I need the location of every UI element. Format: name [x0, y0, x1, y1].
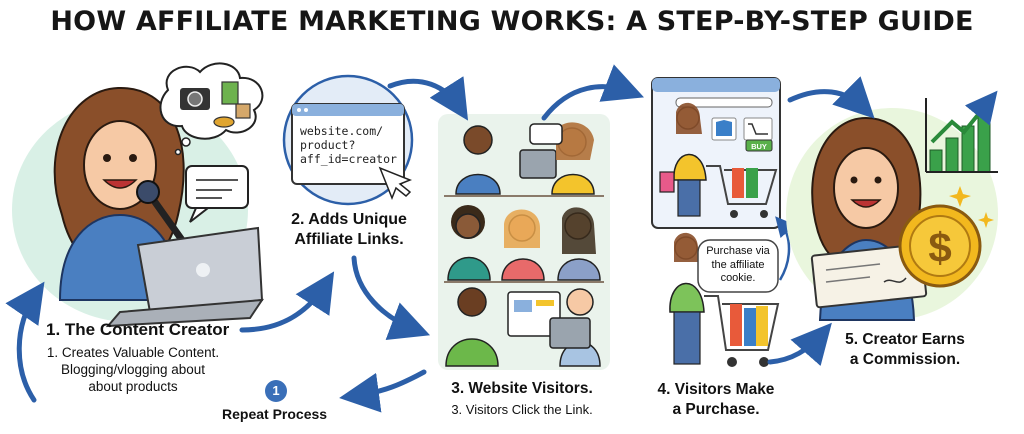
buy-button-label: BUY [751, 142, 767, 151]
arrow-repeat-return [339, 369, 427, 413]
svg-text:$: $ [928, 224, 951, 271]
step2-heading-line-2: Affiliate Links. [294, 231, 404, 248]
step1-line-2: Blogging/vlogging about [60, 362, 206, 377]
step5-heading-line-1: 5. Creator Earns [845, 331, 965, 348]
purchase-illustration: BUY [651, 77, 796, 367]
arrow-4-bottom-to-5 [767, 322, 832, 366]
creator-illustration [12, 62, 264, 328]
flow-arrows [5, 64, 875, 413]
step3-heading: 3. Website Visitors. [451, 380, 593, 397]
step2-heading-line-1: 2. Adds Unique [291, 211, 407, 228]
affiliate-cookie-note: Purchase via the affiliate cookie. [698, 245, 778, 286]
repeat-step-badge: 1 [265, 380, 287, 402]
url-line-1: website.com/ [300, 124, 384, 138]
note-line-3: cookie. [720, 272, 756, 284]
step1-heading: 1. The Content Creator [46, 320, 230, 339]
page-title: HOW AFFILIATE MARKETING WORKS: A STEP-BY… [50, 6, 974, 37]
repeat-process-label: Repeat Process [222, 406, 328, 422]
arrow-2-down-to-3 [351, 255, 431, 340]
arrow-1-to-2 [239, 271, 335, 333]
step4-heading-line-2: a Purchase. [672, 401, 760, 418]
arrow-loop-back [5, 281, 45, 403]
note-line-2: the affiliate [711, 258, 765, 271]
affiliate-link-illustration [282, 74, 414, 206]
step5-heading: 5. Creator Earns a Commission. [830, 330, 980, 370]
commission-illustration: $ [786, 90, 998, 321]
arrow-4-to-5 [787, 76, 875, 119]
note-line-1: Purchase via [706, 245, 770, 257]
step5-heading-line-2: a Commission. [849, 351, 961, 368]
step4-heading-line-1: 4. Visitors Make [657, 381, 775, 398]
url-line-3: aff_id=creator [300, 152, 397, 166]
step3-subtext: 3. Visitors Click the Link. [451, 402, 593, 417]
visitors-illustration [438, 114, 610, 370]
step2-heading: 2. Adds Unique Affiliate Links. [266, 210, 432, 250]
affiliate-url: website.com/ product? aff_id=creator [300, 124, 400, 166]
arrow-2-to-3 [387, 76, 469, 121]
arrow-3-to-4 [541, 64, 645, 121]
step1-line-3: about products [88, 379, 178, 394]
step4-heading: 4. Visitors Make a Purchase. [636, 380, 796, 420]
step1-line-1: 1. Creates Valuable Content. [46, 345, 220, 360]
step1-description: 1. Creates Valuable Content. Blogging/vl… [28, 344, 238, 395]
url-line-2: product? [300, 138, 356, 152]
